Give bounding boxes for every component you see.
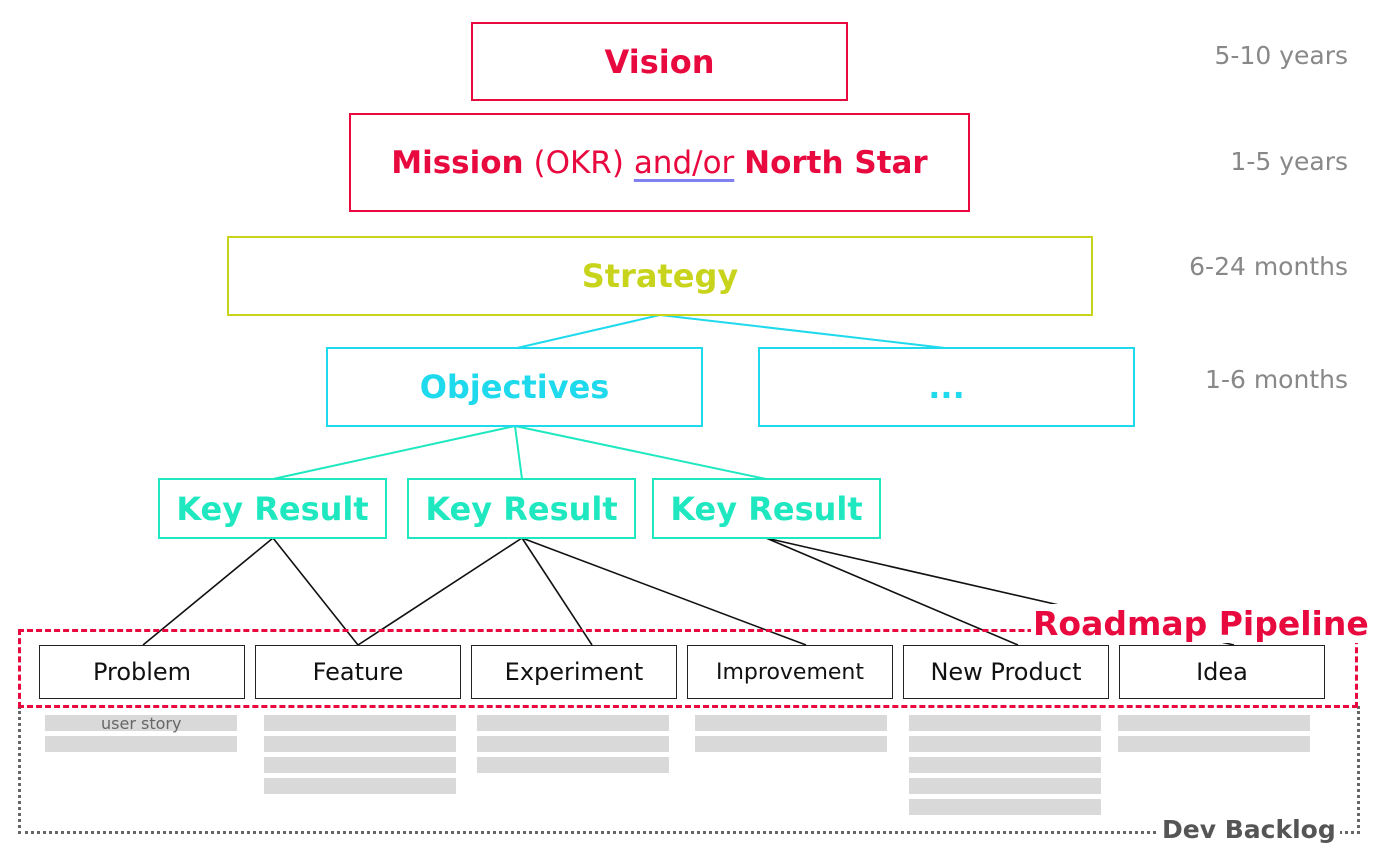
backlog-story xyxy=(264,715,456,731)
backlog-story xyxy=(909,799,1101,815)
connector-kr1-feature xyxy=(272,537,359,646)
backlog-story xyxy=(264,757,456,773)
backlog-story xyxy=(477,715,669,731)
connector-objectives-kr1 xyxy=(272,425,516,480)
connector-kr3-newproduct xyxy=(765,537,1019,646)
objectives-other-label: ... xyxy=(928,368,965,406)
connector-strategy-objectives xyxy=(516,314,661,349)
key-result-label: Key Result xyxy=(425,489,618,528)
backlog-story xyxy=(264,778,456,794)
okr-label: (OKR) xyxy=(533,144,624,181)
vision-horizon: 5-10 years xyxy=(1214,41,1348,70)
key-result-label: Key Result xyxy=(176,489,369,528)
pipeline-item-feature: Feature xyxy=(255,645,461,699)
mission-horizon: 1-5 years xyxy=(1230,147,1348,176)
connector-objectives-kr3 xyxy=(514,425,767,480)
backlog-story xyxy=(909,715,1101,731)
connector-kr2-feature xyxy=(357,537,523,646)
backlog-story xyxy=(909,757,1101,773)
backlog-story xyxy=(909,736,1101,752)
roadmap-pipeline-title: Roadmap Pipeline xyxy=(1031,604,1371,643)
roadmap-pipeline-container xyxy=(18,629,1358,708)
key-result-label: Key Result xyxy=(670,489,863,528)
backlog-story xyxy=(477,736,669,752)
connector-kr1-problem xyxy=(142,537,274,646)
backlog-story xyxy=(695,736,887,752)
strategy-horizon: 6-24 months xyxy=(1189,252,1348,281)
key-result-box-1: Key Result xyxy=(158,478,387,539)
dev-backlog-container xyxy=(18,706,1360,834)
backlog-story xyxy=(264,736,456,752)
connector-kr2-improvement xyxy=(521,537,807,646)
connector-kr2-experiment xyxy=(521,537,593,646)
user-story-label: user story xyxy=(101,714,182,733)
and-or-label: and/or xyxy=(633,144,735,181)
backlog-story xyxy=(1118,715,1310,731)
mission-box: Mission (OKR) and/or North Star xyxy=(349,113,970,212)
vision-label: Vision xyxy=(604,42,715,81)
north-star-label: North Star xyxy=(744,144,928,181)
objectives-horizon: 1-6 months xyxy=(1205,365,1348,394)
vision-box: Vision xyxy=(471,22,848,101)
key-result-box-2: Key Result xyxy=(407,478,636,539)
objectives-label: Objectives xyxy=(419,368,610,406)
backlog-story xyxy=(909,778,1101,794)
connector-objectives-kr2 xyxy=(514,425,523,480)
backlog-story xyxy=(45,736,237,752)
dev-backlog-title: Dev Backlog xyxy=(1158,815,1340,844)
pipeline-item-improvement: Improvement xyxy=(687,645,893,699)
pipeline-item-experiment: Experiment xyxy=(471,645,677,699)
key-result-box-3: Key Result xyxy=(652,478,881,539)
connector-strategy-other xyxy=(659,314,946,349)
objectives-other-box: ... xyxy=(758,347,1135,427)
backlog-story xyxy=(1118,736,1310,752)
pipeline-item-problem: Problem xyxy=(39,645,245,699)
mission-label: Mission xyxy=(391,144,524,181)
backlog-story xyxy=(45,715,237,731)
objectives-box: Objectives xyxy=(326,347,703,427)
strategy-label: Strategy xyxy=(581,257,739,295)
pipeline-item-new-product: New Product xyxy=(903,645,1109,699)
strategy-box: Strategy xyxy=(227,236,1093,316)
backlog-story xyxy=(477,757,669,773)
pipeline-item-idea: Idea xyxy=(1119,645,1325,699)
backlog-story xyxy=(695,715,887,731)
